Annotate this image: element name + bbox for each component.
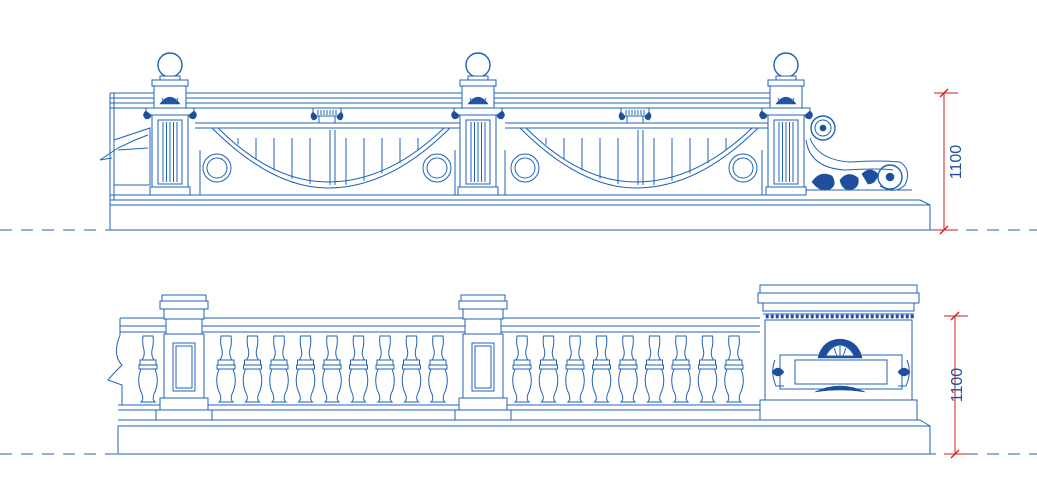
lower-balustrade-elevation: [107, 284, 931, 455]
baluster: [671, 335, 691, 403]
lower-dimension-label: 1100: [949, 368, 966, 403]
baluster: [295, 335, 316, 403]
upper-plinth: [109, 194, 931, 231]
rail-capital: [310, 107, 344, 124]
pillar: [759, 52, 813, 196]
baluster: [565, 335, 585, 403]
upper-arch-panel-left: [211, 127, 451, 189]
baluster: [724, 335, 744, 403]
pedestal-cartouche: [771, 338, 911, 393]
upper-top-rail: [109, 92, 770, 230]
lower-base: [117, 404, 931, 455]
baluster: [697, 335, 718, 403]
baluster: [538, 335, 559, 403]
upper-dimension-label: 1100: [948, 145, 965, 180]
pillar: [451, 52, 505, 196]
baluster: [428, 335, 448, 403]
baluster: [401, 335, 422, 403]
upper-dimension: 1100: [934, 88, 965, 235]
upper-rail-capitals: [310, 107, 652, 124]
baluster: [322, 335, 342, 403]
baluster: [269, 335, 289, 403]
baluster: [242, 335, 263, 403]
lower-handrail: [107, 317, 760, 405]
baluster: [618, 335, 638, 403]
upper-pillars: [143, 52, 813, 196]
upper-scroll-ornament: [805, 115, 912, 191]
upper-roundels: [199, 150, 763, 195]
upper-left-end-bracket: [99, 127, 151, 186]
pillar: [143, 52, 197, 196]
upper-arch-bars: [237, 138, 727, 185]
baluster: [591, 335, 612, 403]
newel-post: [155, 294, 213, 421]
finial-sphere: [157, 52, 183, 78]
baluster: [644, 335, 665, 403]
baluster: [138, 335, 158, 403]
newel-post: [454, 294, 512, 421]
rail-capital: [618, 107, 652, 124]
baluster: [216, 335, 236, 403]
upper-arch-panel-right: [519, 127, 759, 189]
pedestal-dentil-band: [765, 314, 914, 319]
baluster: [348, 335, 369, 403]
lower-right-pedestal: [757, 284, 920, 421]
lower-dimension: 1100: [944, 311, 968, 459]
lower-newel-posts: [155, 294, 512, 421]
upper-railing-elevation: [99, 52, 931, 231]
baluster: [512, 335, 532, 403]
finial-sphere: [465, 52, 491, 78]
finial-sphere: [773, 52, 799, 78]
baluster: [375, 335, 395, 403]
lower-balusters: [138, 335, 744, 403]
